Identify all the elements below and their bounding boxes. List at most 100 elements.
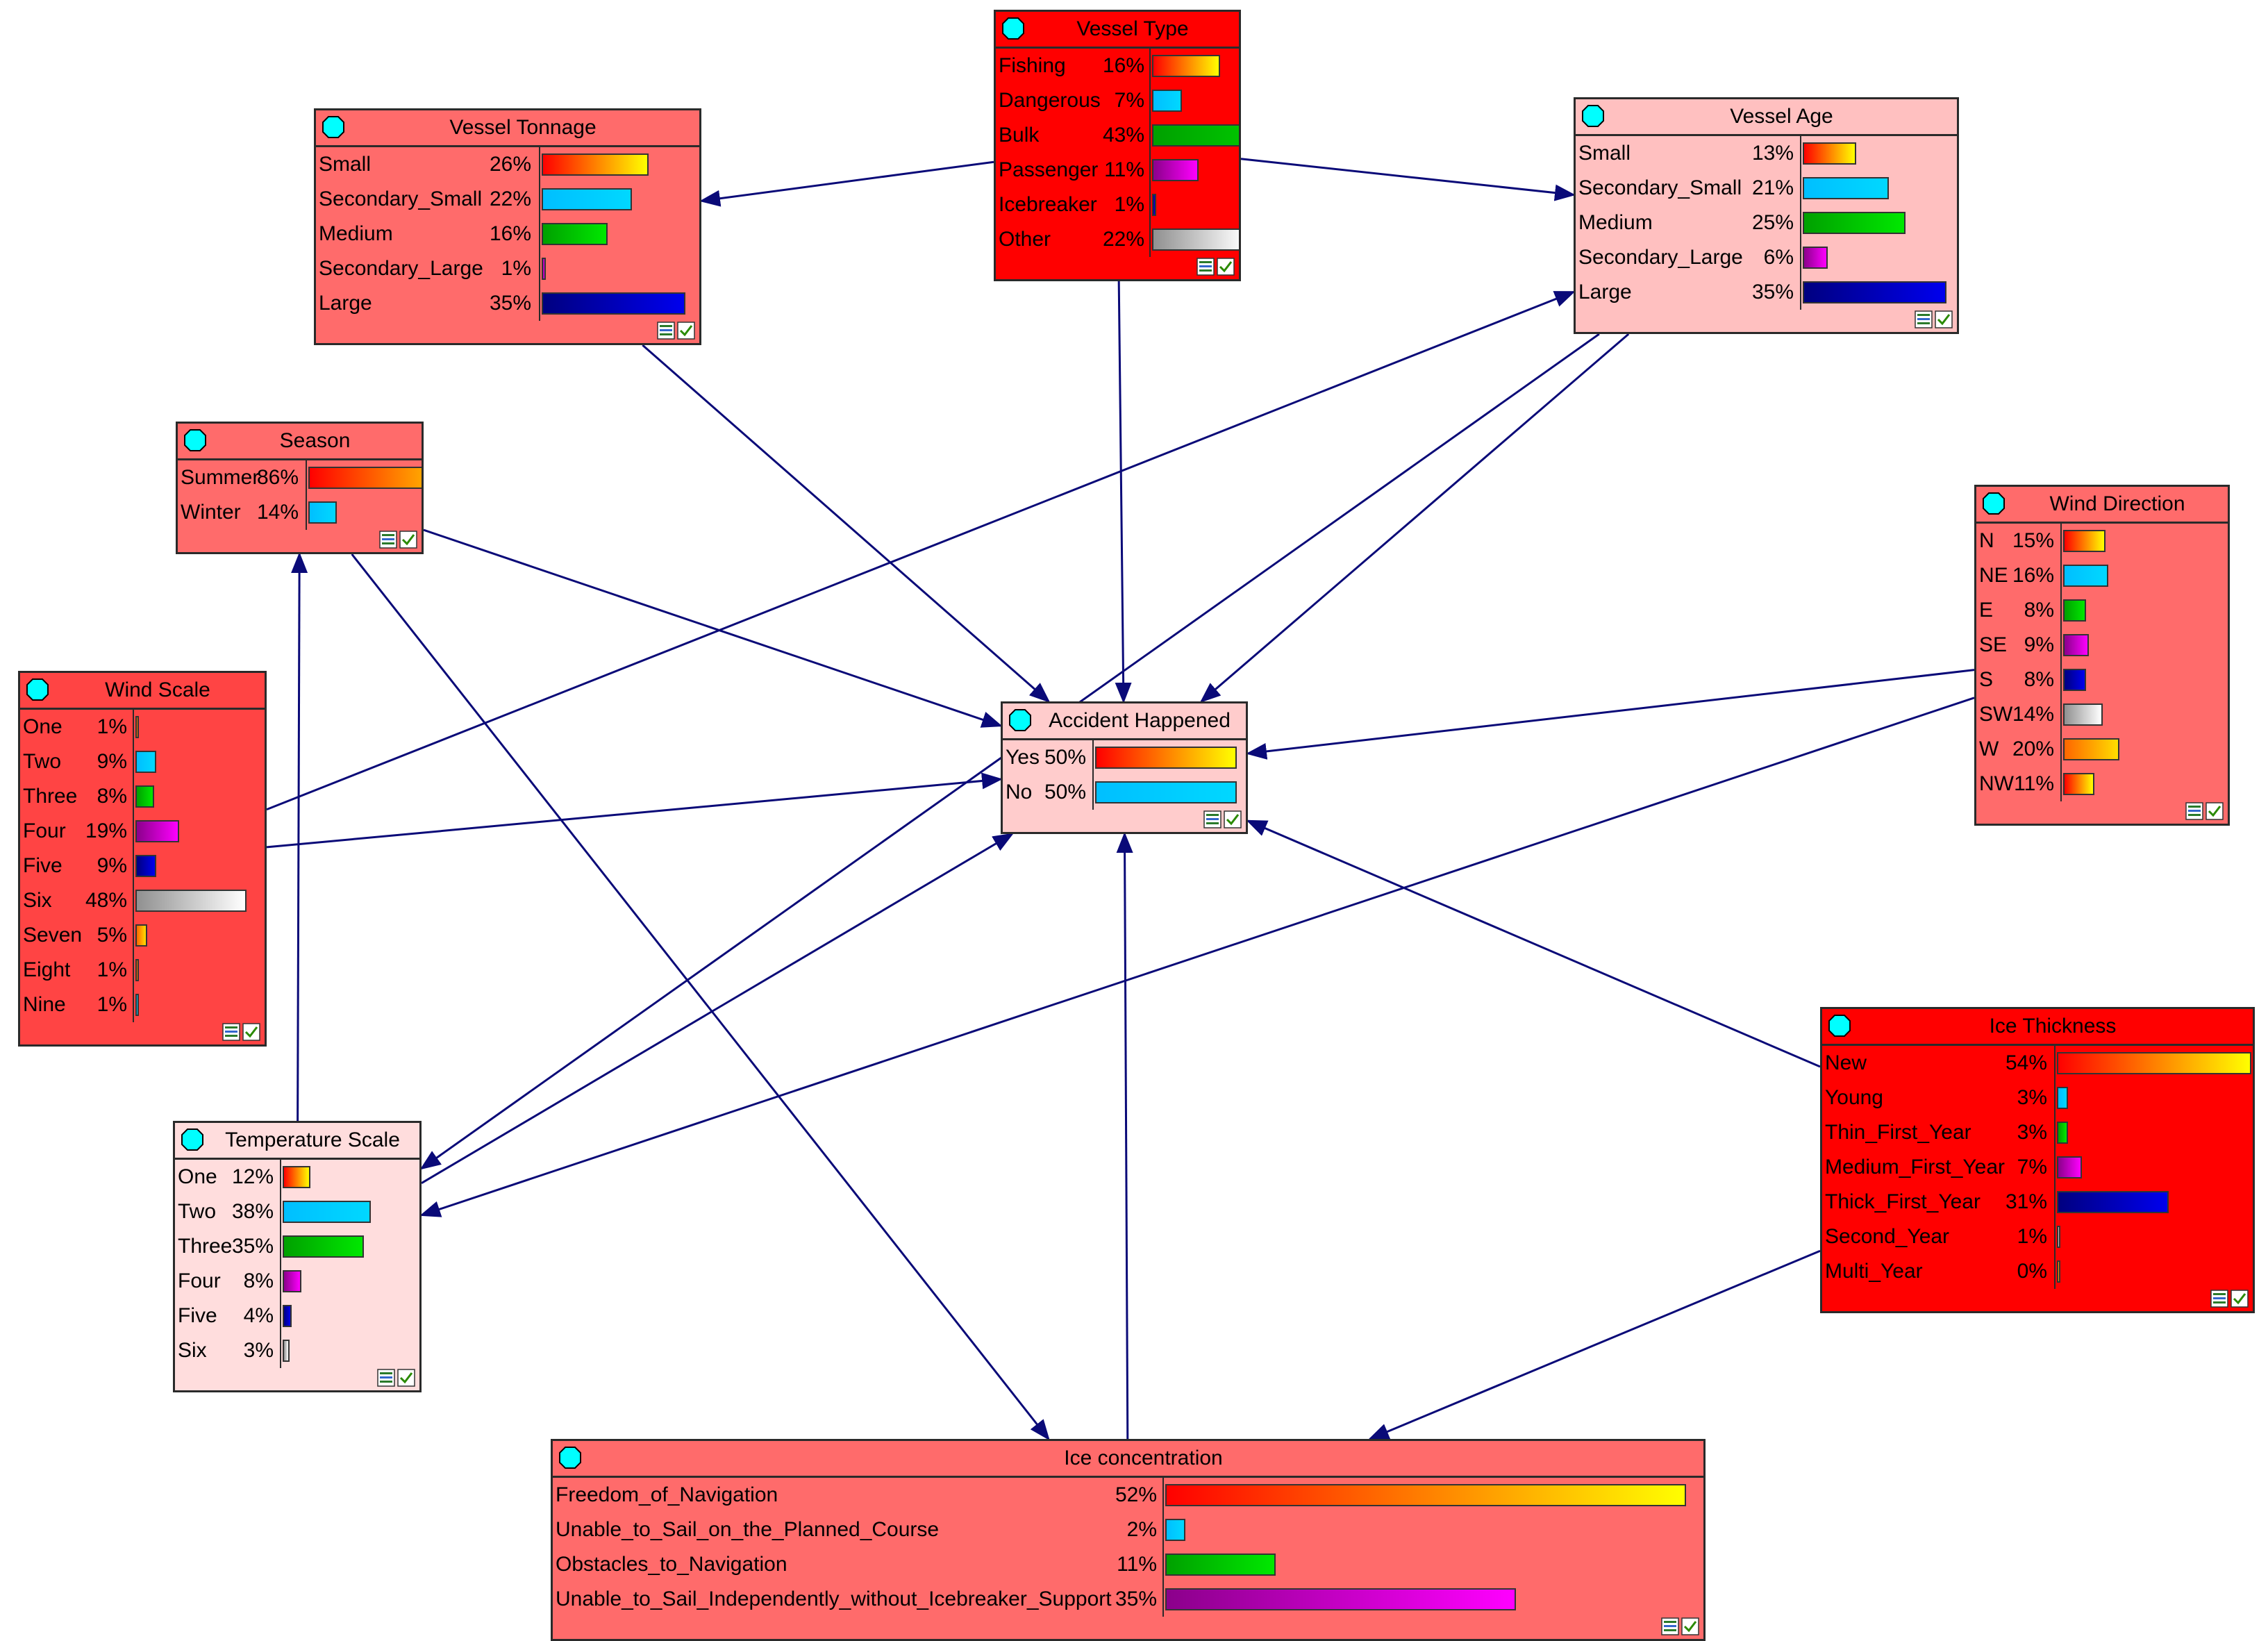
node-title-bar[interactable]: Wind Scale: [20, 673, 265, 710]
node-octagon-icon[interactable]: [181, 1128, 204, 1151]
table-icon[interactable]: [377, 1369, 395, 1387]
node-octagon-icon[interactable]: [558, 1446, 582, 1469]
node-title-bar[interactable]: Wind Direction: [1976, 487, 2228, 524]
checkmark-icon[interactable]: [242, 1023, 260, 1041]
node-title-bar[interactable]: Vessel Tonnage: [316, 110, 699, 147]
node-octagon-icon[interactable]: [1828, 1014, 1851, 1038]
table-icon[interactable]: [1203, 810, 1221, 828]
checkmark-icon[interactable]: [2231, 1290, 2249, 1308]
node-octagon-icon[interactable]: [1008, 708, 1032, 732]
checkmark-icon[interactable]: [1935, 310, 1953, 328]
table-icon[interactable]: [2210, 1290, 2228, 1308]
table-icon[interactable]: [379, 531, 397, 549]
table-icon[interactable]: [222, 1023, 240, 1041]
node-title-bar[interactable]: Vessel Type: [996, 12, 1239, 49]
checkmark-icon[interactable]: [1681, 1617, 1699, 1635]
node-title-bar[interactable]: Vessel Age: [1576, 99, 1957, 136]
node-octagon-icon[interactable]: [322, 115, 345, 139]
table-icon[interactable]: [1661, 1617, 1679, 1635]
checkmark-icon[interactable]: [2206, 802, 2224, 820]
node-octagon-icon[interactable]: [183, 428, 207, 452]
node-title-bar[interactable]: Ice concentration: [553, 1441, 1703, 1478]
table-icon[interactable]: [657, 322, 675, 340]
table-icon[interactable]: [2185, 802, 2203, 820]
node-octagon-icon[interactable]: [1001, 17, 1025, 40]
table-icon[interactable]: [1196, 258, 1215, 276]
node-title-bar[interactable]: Season: [178, 424, 422, 460]
node-octagon-icon[interactable]: [1982, 492, 2006, 515]
state-row[interactable]: Unable_to_Sail_Independently_without_Ice…: [553, 1582, 1703, 1617]
node-octagon-icon[interactable]: [1581, 104, 1605, 128]
table-icon[interactable]: [1915, 310, 1933, 328]
checkmark-icon[interactable]: [677, 322, 695, 340]
checkmark-icon[interactable]: [397, 1369, 415, 1387]
node-title-bar[interactable]: Ice Thickness: [1822, 1009, 2253, 1046]
checkmark-icon[interactable]: [1224, 810, 1242, 828]
node-title-bar[interactable]: Temperature Scale: [175, 1123, 419, 1160]
node-title-bar[interactable]: Accident Happened: [1003, 703, 1246, 740]
node-octagon-icon[interactable]: [26, 678, 49, 701]
